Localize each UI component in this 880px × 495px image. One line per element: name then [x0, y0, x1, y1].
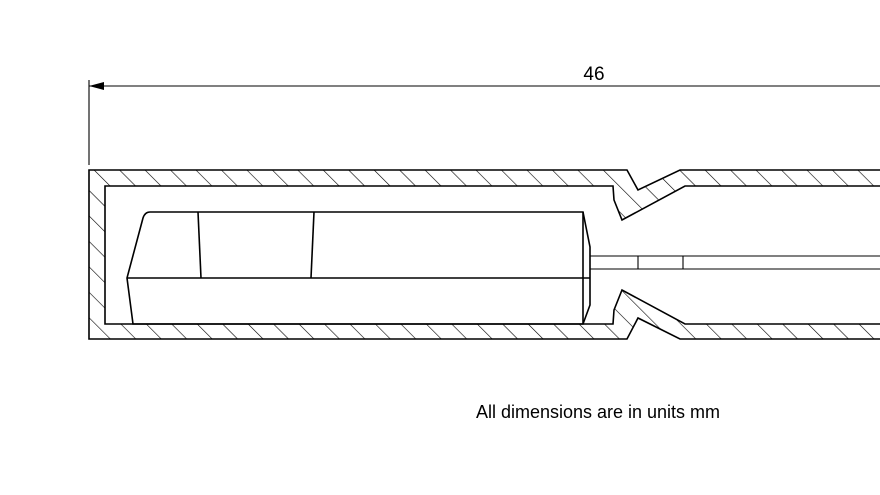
contact-body-outline	[126, 211, 591, 325]
dimension-value-label: 46	[583, 64, 604, 85]
length-dimension: 46	[88, 64, 880, 165]
contact-body-divider-1	[197, 211, 202, 279]
pin	[590, 255, 880, 270]
housing-outer-outline	[88, 169, 880, 340]
dimension-arrowhead-left	[89, 82, 104, 90]
housing-section	[88, 169, 880, 340]
contact-body-divider-2	[310, 211, 315, 279]
housing-inner-outline	[104, 185, 880, 325]
units-note: All dimensions are in units mm	[476, 402, 720, 422]
contact-body	[126, 211, 591, 325]
housing-wall-hatched	[89, 170, 880, 339]
